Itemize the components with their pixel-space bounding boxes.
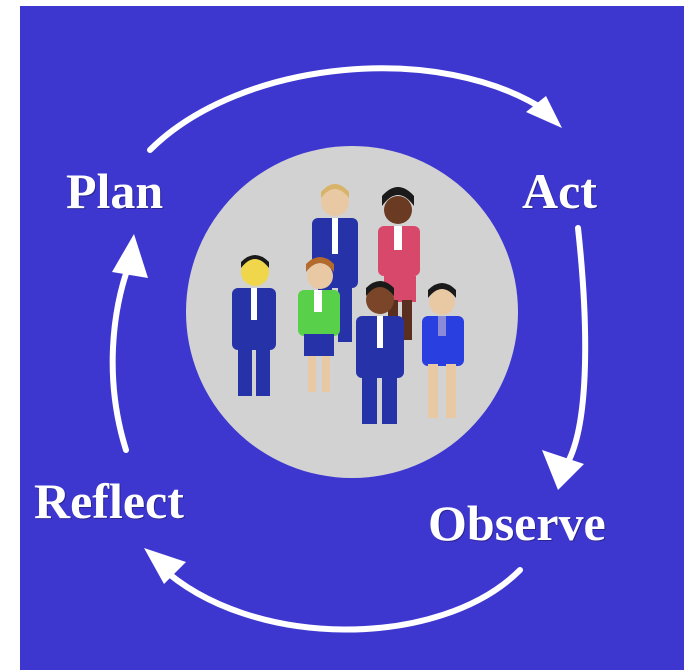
stage-label-reflect: Reflect [34, 473, 184, 529]
arrow-plan-to-act [147, 65, 562, 153]
team-of-people-icon [186, 146, 518, 478]
arrow-act-to-observe [542, 225, 589, 490]
person-figure [232, 255, 276, 396]
stage-label-act: Act [522, 163, 597, 219]
person-figure [356, 281, 404, 424]
stage-label-plan: Plan [66, 163, 164, 219]
arrow-observe-to-reflect [144, 548, 523, 633]
person-figure [422, 283, 464, 418]
stage-label-observe: Observe [428, 495, 606, 551]
person-figure [298, 257, 340, 392]
arrow-reflect-to-plan [109, 234, 148, 453]
